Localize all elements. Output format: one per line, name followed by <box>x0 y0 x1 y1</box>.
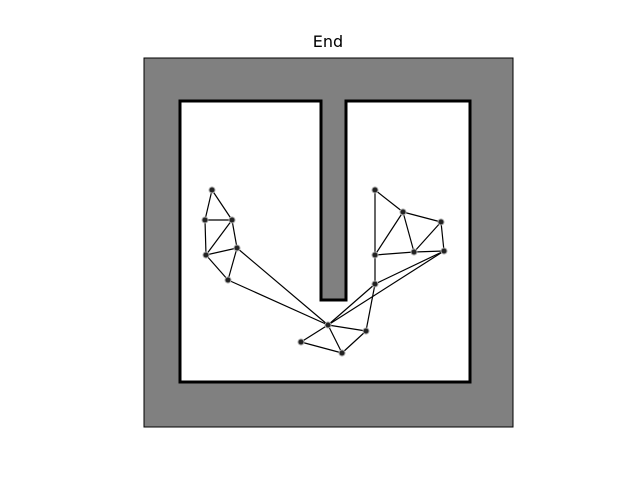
graph-node <box>338 349 346 357</box>
graph-edge <box>374 211 404 256</box>
graph-node <box>208 186 216 194</box>
graph-node <box>371 186 379 194</box>
graph-node <box>224 276 232 284</box>
free-space-region <box>178 99 472 384</box>
graph-edge <box>300 324 329 343</box>
graph-edge <box>402 211 442 223</box>
graph-node <box>399 208 407 216</box>
graph-edge <box>327 283 376 326</box>
graph-node <box>371 280 379 288</box>
graph-edge <box>205 247 238 256</box>
graph-edge <box>327 250 445 326</box>
graph-edge <box>374 189 404 213</box>
graph-edge <box>413 221 442 253</box>
graph-edge <box>205 254 229 281</box>
graph-edge <box>413 250 445 253</box>
graph-edge <box>402 211 415 253</box>
graph-edges <box>204 189 445 354</box>
graph-edge <box>236 247 329 326</box>
graph-edge <box>204 189 213 221</box>
graph-node <box>440 247 448 255</box>
graph-node <box>233 244 241 252</box>
graph-node <box>202 251 210 259</box>
graph-node <box>324 321 332 329</box>
graph-node <box>201 216 209 224</box>
graph-edge <box>300 341 343 354</box>
graph-node <box>437 218 445 226</box>
graph-node <box>371 251 379 259</box>
graph-node <box>410 248 418 256</box>
graph-edge <box>227 279 329 326</box>
graph-edge <box>231 219 238 249</box>
graph-edge <box>440 221 445 252</box>
graph-edge <box>327 324 343 354</box>
graph-edge <box>365 283 376 332</box>
graph-edge <box>211 189 233 221</box>
graph-edge <box>374 251 415 256</box>
graph-edge <box>341 330 367 354</box>
graph-node <box>362 327 370 335</box>
graph-edge <box>374 250 445 285</box>
graph-nodes <box>201 186 448 357</box>
figure-title: End <box>312 32 344 51</box>
graph-edge <box>227 247 238 281</box>
graph-node <box>297 338 305 346</box>
graph-node <box>228 216 236 224</box>
graph-edge <box>327 324 367 332</box>
graph-edge <box>204 219 207 256</box>
graph-edge <box>205 219 233 256</box>
